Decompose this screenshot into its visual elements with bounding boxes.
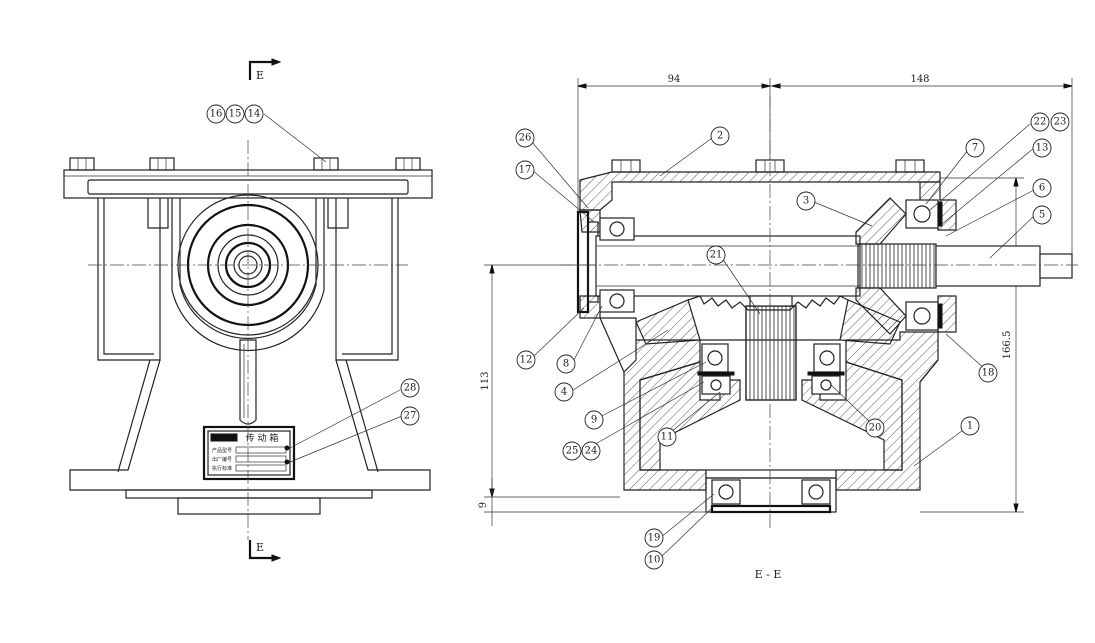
svg-text:6: 6 — [1039, 183, 1045, 194]
balloon-13: 13 — [1032, 138, 1052, 158]
balloon-4: 4 — [554, 382, 574, 402]
svg-text:16: 16 — [210, 109, 223, 120]
nameplate-row2: 出厂编号 — [212, 456, 232, 463]
balloon-3: 3 — [796, 191, 816, 211]
bearing-17 — [599, 217, 635, 313]
section-marker-top: E — [248, 58, 282, 82]
svg-text:14: 14 — [248, 109, 261, 120]
bevel-gear-3 — [855, 197, 907, 245]
svg-text:25: 25 — [566, 446, 579, 457]
bevel-gear-4-left — [635, 299, 701, 345]
lower-body — [69, 359, 431, 491]
svg-text:11: 11 — [661, 432, 674, 443]
balloon-16: 16 — [206, 104, 226, 124]
balloon-24: 24 — [581, 441, 601, 461]
balloon-19: 19 — [644, 528, 664, 548]
balloon-18: 18 — [978, 363, 998, 383]
section-marker-bottom-label: E — [256, 541, 264, 554]
svg-text:18: 18 — [982, 368, 995, 379]
svg-text:10: 10 — [648, 555, 661, 566]
svg-text:26: 26 — [519, 133, 532, 144]
balloon-28: 28 — [400, 378, 420, 398]
housing-right-wall — [335, 198, 399, 361]
balloon-10: 10 — [644, 550, 664, 570]
svg-text:1: 1 — [967, 421, 973, 432]
dim-113: 113 — [480, 264, 620, 498]
splined-shaft — [857, 243, 937, 289]
svg-text:13: 13 — [1036, 143, 1049, 154]
dim-166-5: 166.5 — [920, 177, 1024, 513]
dim-94: 94 — [577, 74, 771, 230]
svg-text:27: 27 — [404, 411, 417, 422]
balloon-7: 7 — [965, 138, 985, 158]
top-bolts-left — [69, 157, 421, 171]
svg-text:3: 3 — [803, 196, 809, 207]
svg-text:15: 15 — [229, 109, 242, 120]
balloon-1: 1 — [960, 416, 980, 436]
svg-text:23: 23 — [1054, 117, 1067, 128]
svg-text:9: 9 — [591, 415, 597, 426]
balloon-6: 6 — [1032, 178, 1052, 198]
bearing-9-20 — [697, 343, 845, 395]
balloon-2: 2 — [710, 126, 730, 146]
balloon-21: 21 — [706, 245, 726, 265]
svg-text:24: 24 — [585, 446, 598, 457]
bearing-7 — [905, 199, 943, 331]
section-marker-top-label: E — [256, 69, 264, 82]
bearing-19 — [711, 479, 831, 505]
view-title: E - E — [755, 568, 782, 581]
balloon-9: 9 — [584, 410, 604, 430]
svg-text:4: 4 — [561, 387, 567, 398]
svg-text:8: 8 — [563, 359, 569, 370]
balloon-14: 14 — [244, 104, 264, 124]
dim-94-label: 94 — [668, 74, 681, 85]
input-shaft — [595, 235, 861, 297]
svg-text:7: 7 — [972, 143, 978, 154]
balloon-15: 15 — [225, 104, 245, 124]
svg-text:12: 12 — [520, 355, 533, 366]
svg-text:2: 2 — [717, 131, 723, 142]
balloon-17: 17 — [515, 160, 535, 180]
nameplate: 传 动 箱 产品型号 出厂编号 执行标准 — [202, 425, 296, 481]
svg-text:28: 28 — [404, 383, 417, 394]
vertical-spline-shaft-21 — [745, 305, 797, 401]
svg-text:22: 22 — [1034, 117, 1047, 128]
dim-113-label: 113 — [480, 371, 491, 390]
balloon-11: 11 — [657, 427, 677, 447]
dim-166-5-label: 166.5 — [1002, 331, 1013, 360]
housing-left-wall — [97, 198, 161, 361]
svg-text:17: 17 — [519, 165, 532, 176]
section-view: 94 148 113 9 166.5 — [478, 74, 1078, 581]
leader-lines — [531, 123, 1035, 559]
nameplate-row1: 产品型号 — [212, 447, 232, 454]
balloon-8: 8 — [556, 354, 576, 374]
nameplate-row3: 执行标准 — [212, 465, 232, 472]
dim-148: 148 — [770, 74, 1073, 270]
balloon-26: 26 — [515, 128, 535, 148]
svg-text:20: 20 — [869, 423, 882, 434]
balloon-27: 27 — [400, 406, 420, 426]
svg-text:21: 21 — [710, 250, 723, 261]
top-bolts-section — [611, 159, 925, 173]
balloon-20: 20 — [865, 418, 885, 438]
balloon-5: 5 — [1032, 205, 1052, 225]
svg-text:5: 5 — [1039, 210, 1045, 221]
balloon-25: 25 — [562, 441, 582, 461]
part-balloons: 16 15 14 28 27 26 17 2 3 21 7 22 23 13 6… — [206, 104, 1070, 570]
dim-9-label: 9 — [478, 502, 489, 508]
section-marker-bottom: E — [248, 540, 282, 562]
nameplate-title: 传 动 箱 — [246, 432, 279, 444]
dim-148-label: 148 — [910, 74, 929, 85]
balloon-12: 12 — [516, 350, 536, 370]
dim-9: 9 — [478, 478, 710, 526]
front-view: E E — [63, 58, 433, 562]
balloon-23: 23 — [1050, 112, 1070, 132]
balloon-22: 22 — [1030, 112, 1050, 132]
svg-text:19: 19 — [648, 533, 661, 544]
